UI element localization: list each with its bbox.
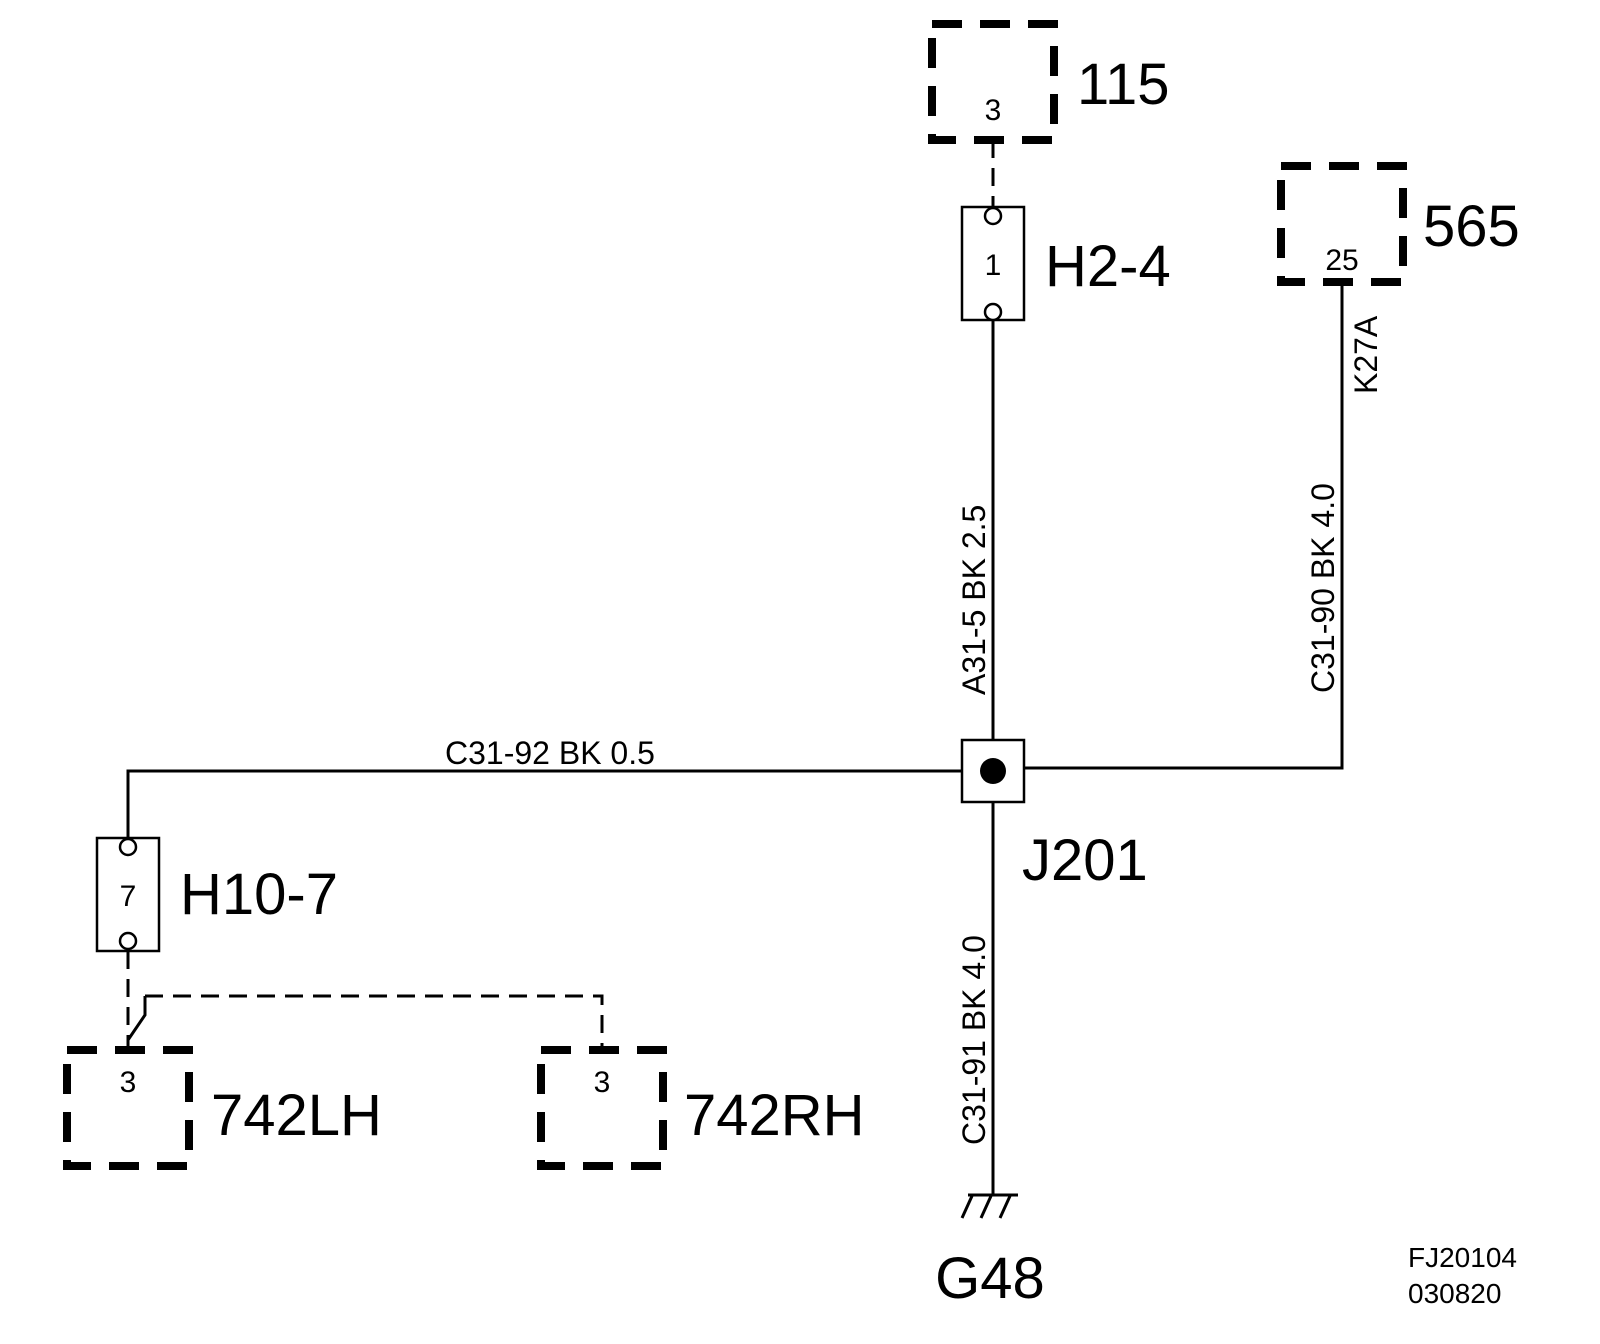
connector-h10-7: 7 H10-7 (95, 836, 338, 953)
component-742lh-label: 742LH (211, 1083, 382, 1148)
component-742rh-box (537, 1046, 667, 1170)
connector-h10-7-label: H10-7 (180, 862, 338, 927)
wire-circuit-k27a: K27A (1348, 315, 1384, 394)
component-742rh-pin: 3 (594, 1066, 611, 1099)
connector-h2-4-label: H2-4 (1045, 234, 1171, 299)
splice-j201-label: J201 (1022, 828, 1148, 893)
dashed-link-742rh (145, 994, 604, 1048)
component-565-pin: 25 (1325, 244, 1358, 277)
ground-hatch-1 (960, 1195, 974, 1219)
connector-h10-7-bottom-pin (118, 931, 138, 951)
connector-h10-7-pin: 7 (120, 880, 137, 913)
wire-label-c31-90: C31-90 BK 4.0 (1305, 483, 1341, 693)
component-742rh-label: 742RH (684, 1083, 865, 1148)
connector-h10-7-top-pin (118, 837, 138, 857)
component-115-label: 115 (1077, 52, 1169, 117)
connector-h2-4-pin: 1 (985, 249, 1002, 282)
ground-g48-label: G48 (935, 1246, 1045, 1311)
wire-label-c31-92: C31-92 BK 0.5 (445, 735, 655, 771)
component-565: 25 565 (1277, 162, 1520, 286)
component-742rh: 3 742RH (537, 1046, 865, 1170)
component-742lh-pin: 3 (120, 1066, 137, 1099)
ground-hatch-2 (979, 1195, 993, 1219)
wire-c31-90 (1024, 282, 1344, 770)
ground-hatch-3 (998, 1195, 1012, 1219)
splice-j201: J201 (960, 738, 1148, 893)
component-115: 3 115 (928, 20, 1169, 144)
figure-ref-date: 030820 (1408, 1278, 1501, 1309)
connector-h2-4: 1 H2-4 (960, 205, 1171, 322)
figure-ref-code: FJ20104 (1408, 1242, 1517, 1273)
component-742lh: 3 742LH (63, 1046, 382, 1170)
wire-label-c31-91: C31-91 BK 4.0 (956, 935, 992, 1145)
component-742lh-box (63, 1046, 193, 1170)
connector-h2-4-bottom-pin (983, 302, 1003, 322)
ground-g48: G48 (935, 1193, 1045, 1311)
splice-j201-dot (980, 758, 1006, 784)
wire-label-a31-5: A31-5 BK 2.5 (956, 505, 992, 695)
component-115-pin: 3 (985, 94, 1002, 127)
connector-h2-4-top-pin (983, 206, 1003, 226)
component-565-label: 565 (1423, 194, 1520, 259)
dashed-link-junction (126, 996, 147, 1041)
wire-c31-92 (126, 769, 962, 838)
